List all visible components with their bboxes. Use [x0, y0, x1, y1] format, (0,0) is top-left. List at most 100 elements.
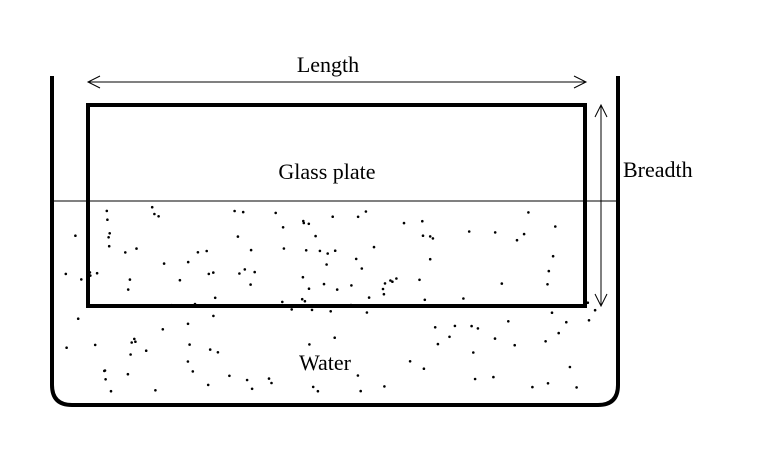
water-particle [333, 336, 337, 340]
water-particle [178, 278, 182, 282]
water-particle [372, 245, 376, 249]
water-particle [546, 382, 550, 385]
water-particle [316, 389, 320, 393]
water-particle [126, 288, 130, 291]
water-particle [154, 389, 157, 392]
water-particle [359, 389, 363, 393]
glass-plate-rect [86, 103, 587, 308]
water-particle [322, 282, 326, 286]
water-particle [329, 310, 333, 313]
water-particle [302, 221, 306, 225]
water-particle [207, 272, 211, 276]
water-particle [421, 234, 425, 237]
water-particle [335, 288, 339, 291]
water-particle [241, 210, 245, 214]
water-particle [453, 324, 457, 328]
water-particle [76, 317, 80, 321]
water-particle [64, 272, 68, 276]
water-particle [236, 235, 240, 238]
water-particle [107, 244, 111, 248]
water-particle [307, 222, 311, 226]
water-particle [544, 340, 547, 343]
water-particle [515, 238, 519, 242]
water-particle [150, 205, 154, 209]
water-particle [395, 277, 398, 280]
water-particle [547, 269, 551, 273]
water-particle [290, 308, 294, 311]
water-particle [389, 279, 392, 282]
water-particle [513, 343, 516, 347]
water-particle [282, 247, 286, 250]
water-particle [422, 367, 426, 371]
water-particle [128, 278, 132, 281]
water-particle [157, 215, 160, 218]
water-particle [161, 328, 165, 331]
water-particle [238, 272, 241, 275]
water-particle [95, 271, 99, 275]
water-particle [428, 257, 432, 261]
water-particle [274, 211, 278, 215]
water-particle [267, 377, 271, 380]
water-particle [421, 219, 424, 223]
water-particle [107, 236, 110, 239]
water-particle [206, 383, 210, 387]
water-particle [186, 322, 190, 326]
water-particle [565, 320, 568, 324]
breadth-label: Breadth [623, 157, 693, 182]
water-particle [216, 351, 220, 354]
water-particle [243, 268, 247, 271]
water-particle [493, 231, 497, 234]
water-particle [467, 230, 471, 233]
water-particle [250, 387, 254, 391]
water-particle [586, 301, 590, 305]
water-particle [448, 335, 451, 339]
water-particle [108, 232, 111, 235]
water-particle [109, 389, 113, 393]
water-particle [104, 378, 107, 381]
water-particle [106, 218, 109, 221]
water-particle [428, 235, 432, 238]
water-particle [74, 234, 77, 237]
water-particle [381, 287, 385, 291]
water-particle [233, 209, 236, 213]
water-particle [300, 297, 304, 301]
breadth-arrow [594, 103, 608, 308]
water-particle [527, 211, 530, 214]
water-particle [310, 308, 314, 312]
water-particle [383, 282, 387, 285]
water-particle [311, 385, 315, 389]
water-particle [228, 374, 231, 378]
water-particle [493, 337, 497, 340]
water-particle [249, 248, 253, 252]
water-particle [281, 300, 284, 304]
water-particle [270, 381, 273, 385]
water-particle [304, 249, 308, 252]
water-particle [433, 326, 437, 329]
water-particle [492, 375, 495, 379]
water-particle [307, 287, 311, 291]
water-particle [436, 342, 440, 346]
water-particle [253, 270, 256, 274]
water-particle [249, 283, 252, 286]
water-particle [205, 249, 208, 253]
water-particle [568, 365, 572, 369]
water-particle [550, 311, 554, 315]
water-particle [383, 385, 386, 388]
water-particle [333, 249, 337, 252]
water-particle [245, 378, 249, 382]
water-particle [124, 251, 127, 254]
water-particle [365, 311, 369, 314]
water-particle [360, 267, 364, 270]
water-particle [212, 314, 215, 318]
water-particle [302, 219, 305, 223]
water-particle [191, 370, 195, 373]
water-particle [133, 337, 136, 341]
water-particle [473, 377, 477, 381]
water-particle [129, 353, 132, 356]
water-particle [587, 319, 591, 322]
water-particle [65, 346, 68, 350]
water-particle [153, 212, 156, 216]
water-particle [423, 298, 427, 302]
glass-plate-label: Glass plate [278, 159, 375, 184]
water-particle [186, 360, 190, 363]
